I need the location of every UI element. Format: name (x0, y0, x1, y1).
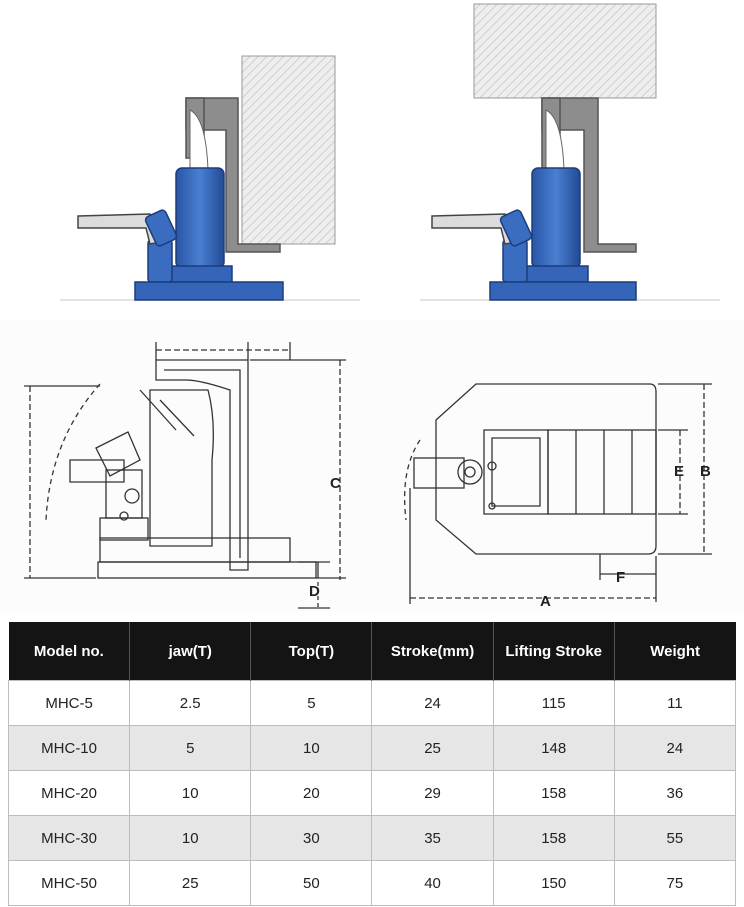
side-view: C D (24, 342, 346, 609)
table-row: MHC-5 2.5 5 24 115 11 (7, 680, 737, 726)
cell-weight: 11 (613, 680, 737, 726)
base-right (489, 281, 637, 301)
table-row: MHC-10 5 10 25 148 24 (7, 725, 737, 771)
cell-weight: 75 (613, 860, 737, 906)
header-lifting-stroke: Lifting Stroke (492, 622, 615, 681)
header-top: Top(T) (250, 622, 372, 681)
cell-jaw: 2.5 (129, 680, 252, 726)
cell-stroke: 40 (371, 860, 494, 906)
dimension-label-b: B (700, 463, 711, 480)
jack-toe-position (77, 55, 336, 301)
cell-top: 30 (250, 815, 373, 861)
table-row: MHC-30 10 30 35 158 55 (7, 815, 737, 861)
cell-lifting-stroke: 115 (492, 680, 615, 726)
cell-stroke: 25 (371, 725, 494, 771)
jack-top-position (431, 3, 657, 301)
cell-lifting-stroke: 150 (492, 860, 615, 906)
load-block-left (241, 55, 336, 245)
load-block-right (473, 3, 657, 99)
cell-jaw: 25 (129, 860, 252, 906)
cell-model: MHC-10 (7, 725, 131, 771)
cylinder-right (531, 167, 581, 269)
spec-table: Model no. jaw(T) Top(T) Stroke(mm) Lifti… (7, 622, 737, 906)
table-row: MHC-20 10 20 29 158 36 (7, 770, 737, 816)
illustration-svg (60, 3, 720, 301)
cell-weight: 55 (613, 815, 737, 861)
header-stroke: Stroke(mm) (371, 622, 494, 681)
cell-jaw: 10 (129, 770, 252, 816)
cell-weight: 36 (613, 770, 737, 816)
header-model-no: Model no. (8, 622, 130, 681)
spec-table-header-row: Model no. jaw(T) Top(T) Stroke(mm) Lifti… (8, 622, 736, 681)
cell-lifting-stroke: 158 (492, 815, 615, 861)
cell-lifting-stroke: 148 (492, 725, 615, 771)
product-illustrations (0, 0, 744, 318)
top-view: F A E B (403, 383, 712, 610)
cell-top: 5 (250, 680, 373, 726)
dimension-label-e: E (674, 463, 684, 480)
table-row: MHC-50 25 50 40 150 75 (7, 860, 737, 906)
cell-top: 20 (250, 770, 373, 816)
cell-top: 50 (250, 860, 373, 906)
cell-model: MHC-30 (7, 815, 131, 861)
header-jaw: jaw(T) (129, 622, 251, 681)
cell-model: MHC-5 (7, 680, 131, 726)
cell-model: MHC-50 (7, 860, 131, 906)
cell-top: 10 (250, 725, 373, 771)
header-weight: Weight (613, 622, 736, 681)
dimension-label-c: C (330, 475, 341, 492)
cylinder-left (175, 167, 225, 269)
cell-stroke: 35 (371, 815, 494, 861)
cell-weight: 24 (613, 725, 737, 771)
dimension-label-f: F (616, 569, 625, 586)
dimension-label-a: A (540, 593, 551, 610)
cell-jaw: 10 (129, 815, 252, 861)
dimension-drawing: C D (0, 320, 744, 612)
dimension-label-d: D (309, 583, 320, 600)
dimension-svg: C D (24, 342, 712, 610)
cell-model: MHC-20 (7, 770, 131, 816)
base-left (134, 281, 284, 301)
cell-jaw: 5 (129, 725, 252, 771)
cell-stroke: 29 (371, 770, 494, 816)
cell-lifting-stroke: 158 (492, 770, 615, 816)
cell-stroke: 24 (371, 680, 494, 726)
